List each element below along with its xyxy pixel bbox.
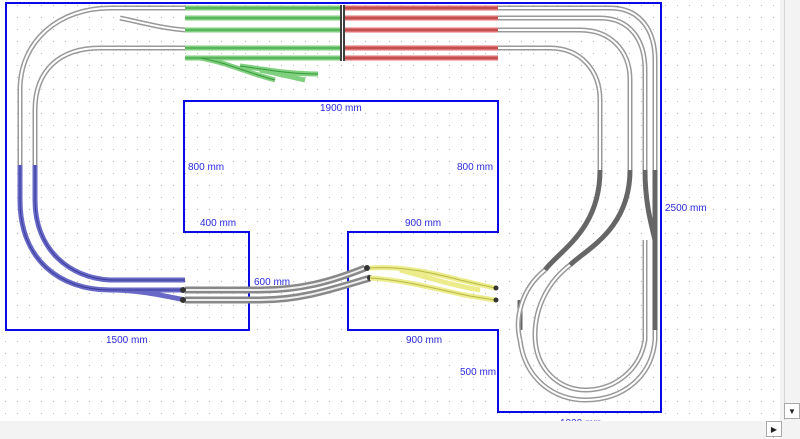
dim-notch-right: 900 mm — [405, 218, 441, 229]
dimension-labels: 1900 mm 800 mm 800 mm 400 mm 900 mm 2500… — [106, 103, 707, 429]
track-plan — [17, 5, 658, 403]
dim-notch-depth: 600 mm — [254, 277, 290, 288]
dim-left-inner: 800 mm — [188, 162, 224, 173]
dim-bottom-mid: 900 mm — [406, 335, 442, 346]
dim-right-inner: 800 mm — [457, 162, 493, 173]
scroll-down-arrow-icon[interactable]: ▼ — [784, 403, 800, 419]
grid-background — [0, 0, 780, 439]
dim-step-height: 500 mm — [460, 367, 496, 378]
dim-notch-left: 400 mm — [200, 218, 236, 229]
dim-right-outer: 2500 mm — [665, 203, 707, 214]
dim-bottom-left: 1500 mm — [106, 335, 148, 346]
scroll-right-arrow-icon[interactable]: ▶ — [766, 421, 782, 437]
layout-canvas[interactable]: 1900 mm 800 mm 800 mm 400 mm 900 mm 2500… — [0, 0, 780, 439]
vertical-scrollbar[interactable] — [784, 0, 800, 420]
dim-top-inner: 1900 mm — [320, 103, 362, 114]
horizontal-scrollbar[interactable] — [0, 421, 766, 439]
